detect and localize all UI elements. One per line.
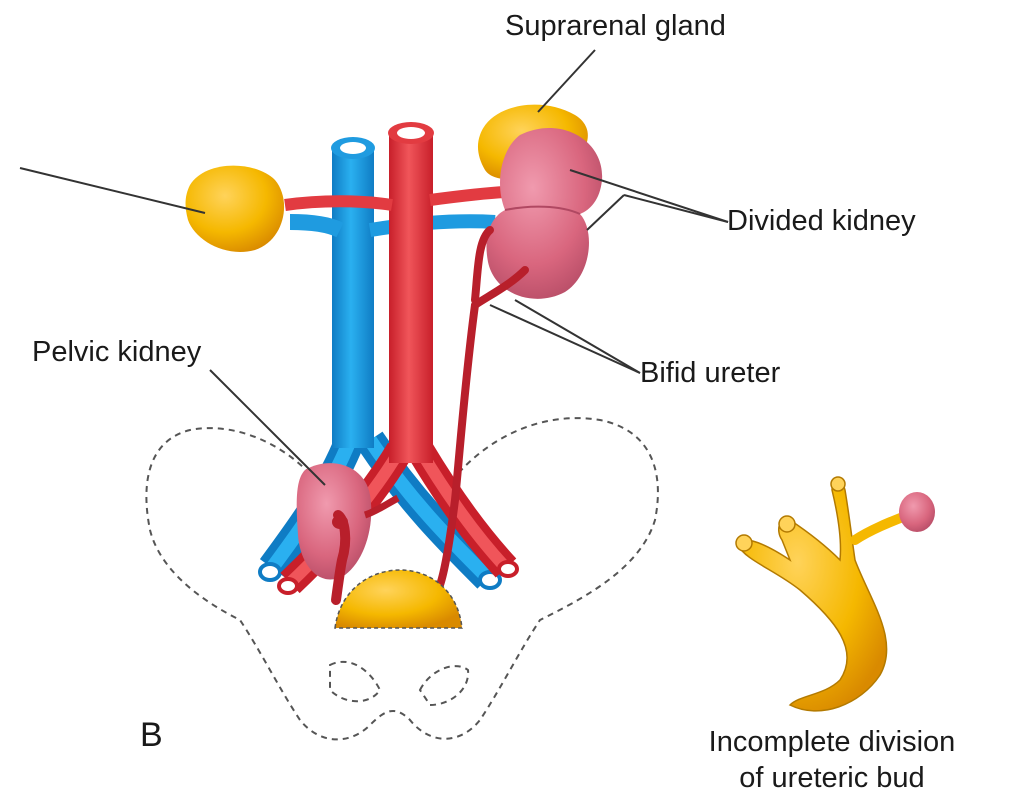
left-suprarenal-gland <box>186 166 285 252</box>
label-bifid-ureter: Bifid ureter <box>640 359 780 388</box>
ureteric-bud-inset <box>736 477 935 711</box>
inset-caption-line2: of ureteric bud <box>682 764 982 793</box>
label-suprarenal-gland: Suprarenal gland <box>505 12 726 41</box>
panel-letter: B <box>140 718 163 752</box>
label-divided-kidney: Divided kidney <box>727 207 916 236</box>
label-pelvic-kidney: Pelvic kidney <box>32 338 201 367</box>
inset-caption-line1: Incomplete division <box>682 728 982 757</box>
